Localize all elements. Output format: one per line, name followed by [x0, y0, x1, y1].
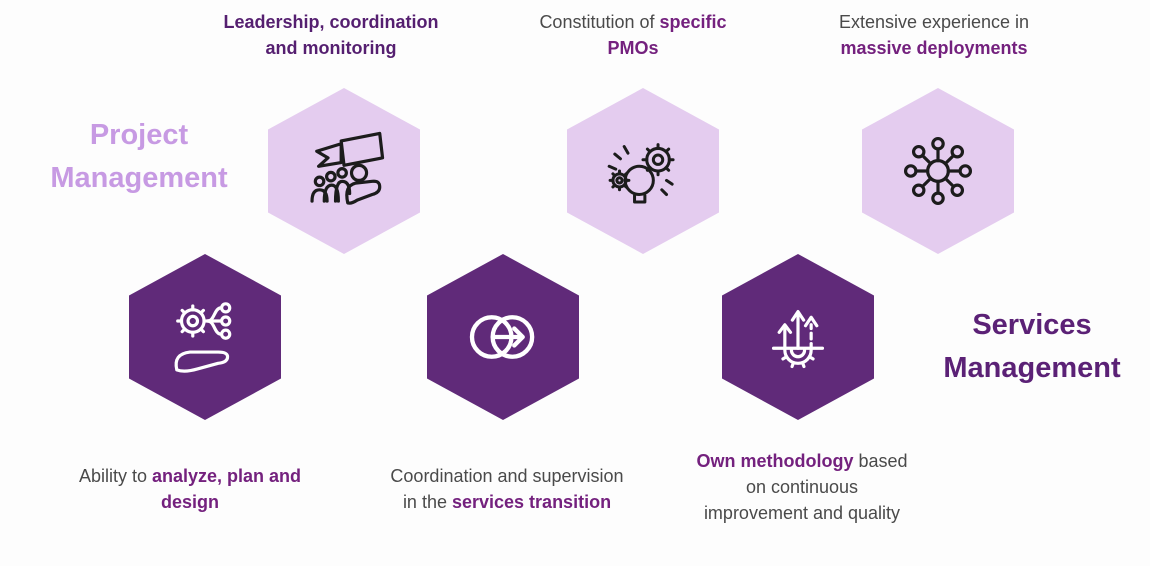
caption-deployments-bold: massive deployments [840, 38, 1028, 58]
hexagon-pmos [567, 88, 719, 254]
caption-pmos-bold2: PMOs [607, 38, 659, 58]
caption-leadership-line2: and monitoring [265, 38, 397, 58]
growth-arrows-gear-icon [771, 310, 825, 369]
caption-leadership-line1: Leadership, coordination [223, 12, 439, 32]
caption-methodology-regular2: on continuous [745, 477, 859, 497]
caption-methodology: Own methodology based on continuous impr… [672, 448, 932, 526]
hexagon-deployments [862, 88, 1014, 254]
caption-analyze-bold1: analyze, plan and [151, 466, 302, 486]
hexagon-analyze [129, 254, 281, 420]
caption-deployments: Extensive experience in massive deployme… [819, 9, 1049, 61]
services-management-title: Services Management [943, 309, 1121, 384]
idea-gears-icon [607, 143, 675, 204]
hexagon-methodology [722, 254, 874, 420]
circles-transition-arrow-icon [469, 315, 535, 359]
caption-transition-regular1: Coordination and supervision [390, 466, 624, 486]
project-management-title: Project Management [50, 119, 228, 194]
caption-methodology-regular1: based [853, 451, 908, 471]
caption-pmos-bold1: specific [659, 12, 727, 32]
hand-gear-plan-icon [174, 302, 232, 373]
caption-transition-regular2: in the [402, 492, 452, 512]
caption-analyze-bold2: design [160, 492, 219, 512]
team-leadership-flag-icon [310, 131, 385, 205]
hexagon-leadership [268, 88, 420, 254]
caption-analyze-regular: Ability to [78, 466, 152, 486]
network-hub-icon [903, 136, 973, 206]
caption-leadership: Leadership, coordination and monitoring [211, 9, 451, 61]
caption-deployments-regular: Extensive experience in [838, 12, 1030, 32]
caption-transition: Coordination and supervision in the serv… [379, 463, 635, 515]
caption-pmos-regular: Constitution of [539, 12, 660, 32]
caption-analyze: Ability to analyze, plan and design [60, 463, 320, 515]
hexagon-transition [427, 254, 579, 420]
caption-pmos: Constitution of specific PMOs [518, 9, 748, 61]
caption-methodology-bold: Own methodology [696, 451, 854, 471]
caption-methodology-regular3: improvement and quality [703, 503, 901, 523]
caption-transition-bold: services transition [451, 492, 612, 512]
